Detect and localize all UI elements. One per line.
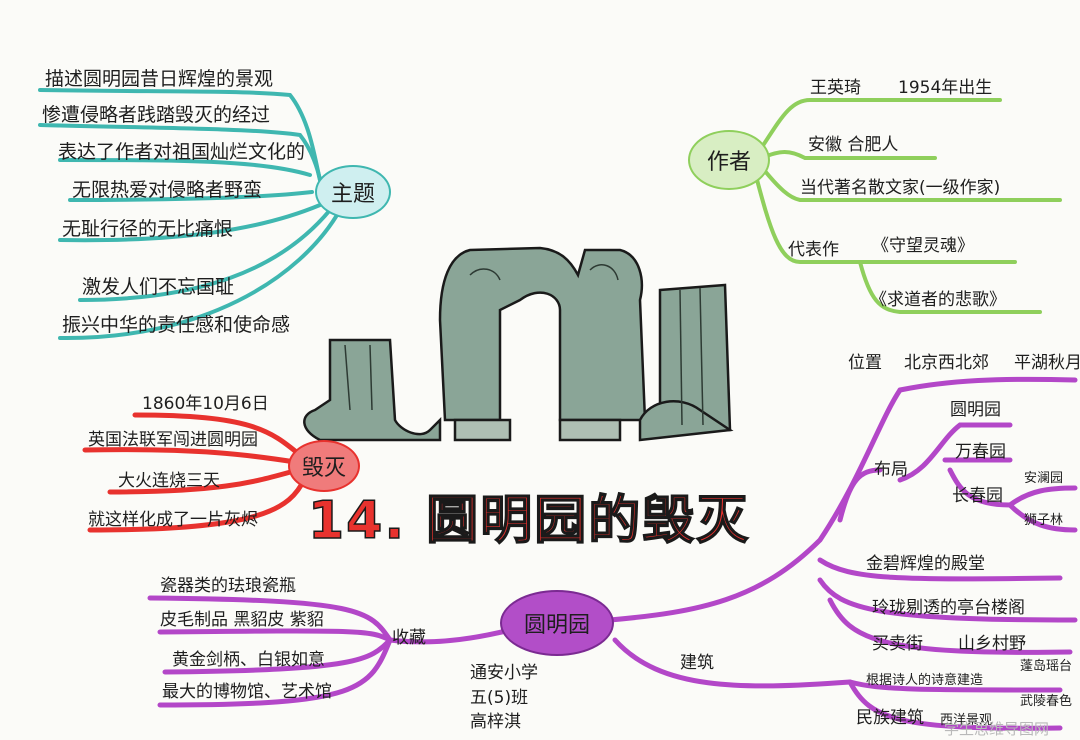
layout-label: 布局: [874, 460, 908, 480]
architecture-item: 蓬岛瑶台: [1020, 659, 1073, 674]
author-hometown: 安徽 合肥人: [808, 135, 899, 155]
location-value: 北京西北郊: [904, 353, 989, 373]
purple-branches: [147, 376, 1078, 731]
author-branches: [753, 98, 1062, 314]
ruins-illustration: [303, 246, 734, 442]
node-destruction: 毁灭: [288, 440, 360, 492]
location-extra: 平湖秋月: [1014, 353, 1080, 373]
theme-line: 无耻行径的无比痛恨: [62, 218, 234, 240]
layout-sub: 安澜园: [1024, 471, 1064, 486]
layout-sub: 狮子林: [1024, 513, 1064, 528]
author-work: 《守望灵魂》: [872, 236, 974, 256]
layout-garden: 圆明园: [950, 400, 1001, 420]
destruction-item: 英国法联军闯进圆明园: [88, 430, 258, 450]
location-label: 位置: [848, 353, 882, 373]
collection-item: 皮毛制品 黑貂皮 紫貂: [160, 610, 324, 630]
architecture-item: 买卖街: [872, 634, 923, 654]
collection-item: 瓷器类的珐琅瓷瓶: [160, 576, 296, 596]
destruction-branches: [82, 412, 308, 533]
theme-line: 惨遭侵略者践踏毁灭的经过: [42, 104, 271, 126]
theme-line: 描述圆明园昔日辉煌的景观: [45, 68, 274, 90]
theme-line: 振兴中华的责任感和使命感: [62, 314, 291, 336]
page-title: 14. 圆明园的毁灭: [307, 490, 751, 552]
architecture-item: 玲珑剔透的亭台楼阁: [872, 598, 1025, 618]
layout-garden: 万春园: [955, 442, 1006, 462]
node-author: 作者: [688, 130, 770, 190]
architecture-item: 根据诗人的诗意建造: [866, 673, 984, 688]
node-theme: 主题: [315, 165, 391, 219]
theme-branches: [38, 88, 342, 341]
architecture-item: 武陵春色: [1020, 694, 1073, 709]
collection-item: 黄金剑柄、白银如意: [172, 650, 325, 670]
destruction-item: 1860年10月6日: [142, 394, 269, 414]
watermark: 学生思维导图网: [944, 720, 1050, 738]
theme-line: 表达了作者对祖国灿烂文化的: [58, 141, 306, 163]
theme-line: 无限热爱对侵略者野蛮: [72, 179, 263, 201]
layout-garden: 长春园: [952, 486, 1003, 506]
architecture-item: 山乡村野: [958, 634, 1026, 654]
destruction-item: 就这样化成了一片灰烬: [88, 510, 258, 530]
student-class: 五(5)班: [470, 688, 529, 708]
architecture-item: 金碧辉煌的殿堂: [866, 554, 985, 574]
author-title: 当代著名散文家(一级作家): [800, 178, 1001, 198]
architecture-label: 建筑: [680, 653, 714, 673]
destruction-item: 大火连烧三天: [118, 471, 220, 491]
author-name: 王英琦: [810, 78, 861, 98]
author-works-label: 代表作: [788, 240, 839, 260]
author-birth: 1954年出生: [898, 78, 993, 98]
student-name: 高梓淇: [470, 712, 521, 732]
architecture-item: 西洋景观: [940, 713, 993, 728]
ruins-detail: [344, 264, 704, 426]
collection-label: 收藏: [392, 628, 426, 648]
author-work: 《求道者的悲歌》: [870, 290, 1006, 310]
node-center: 圆明园: [500, 590, 614, 656]
collection-item: 最大的博物馆、艺术馆: [162, 682, 332, 702]
theme-line: 激发人们不忘国耻: [82, 276, 235, 298]
architecture-item: 民族建筑: [856, 708, 924, 728]
student-school: 通安小学: [470, 663, 538, 683]
